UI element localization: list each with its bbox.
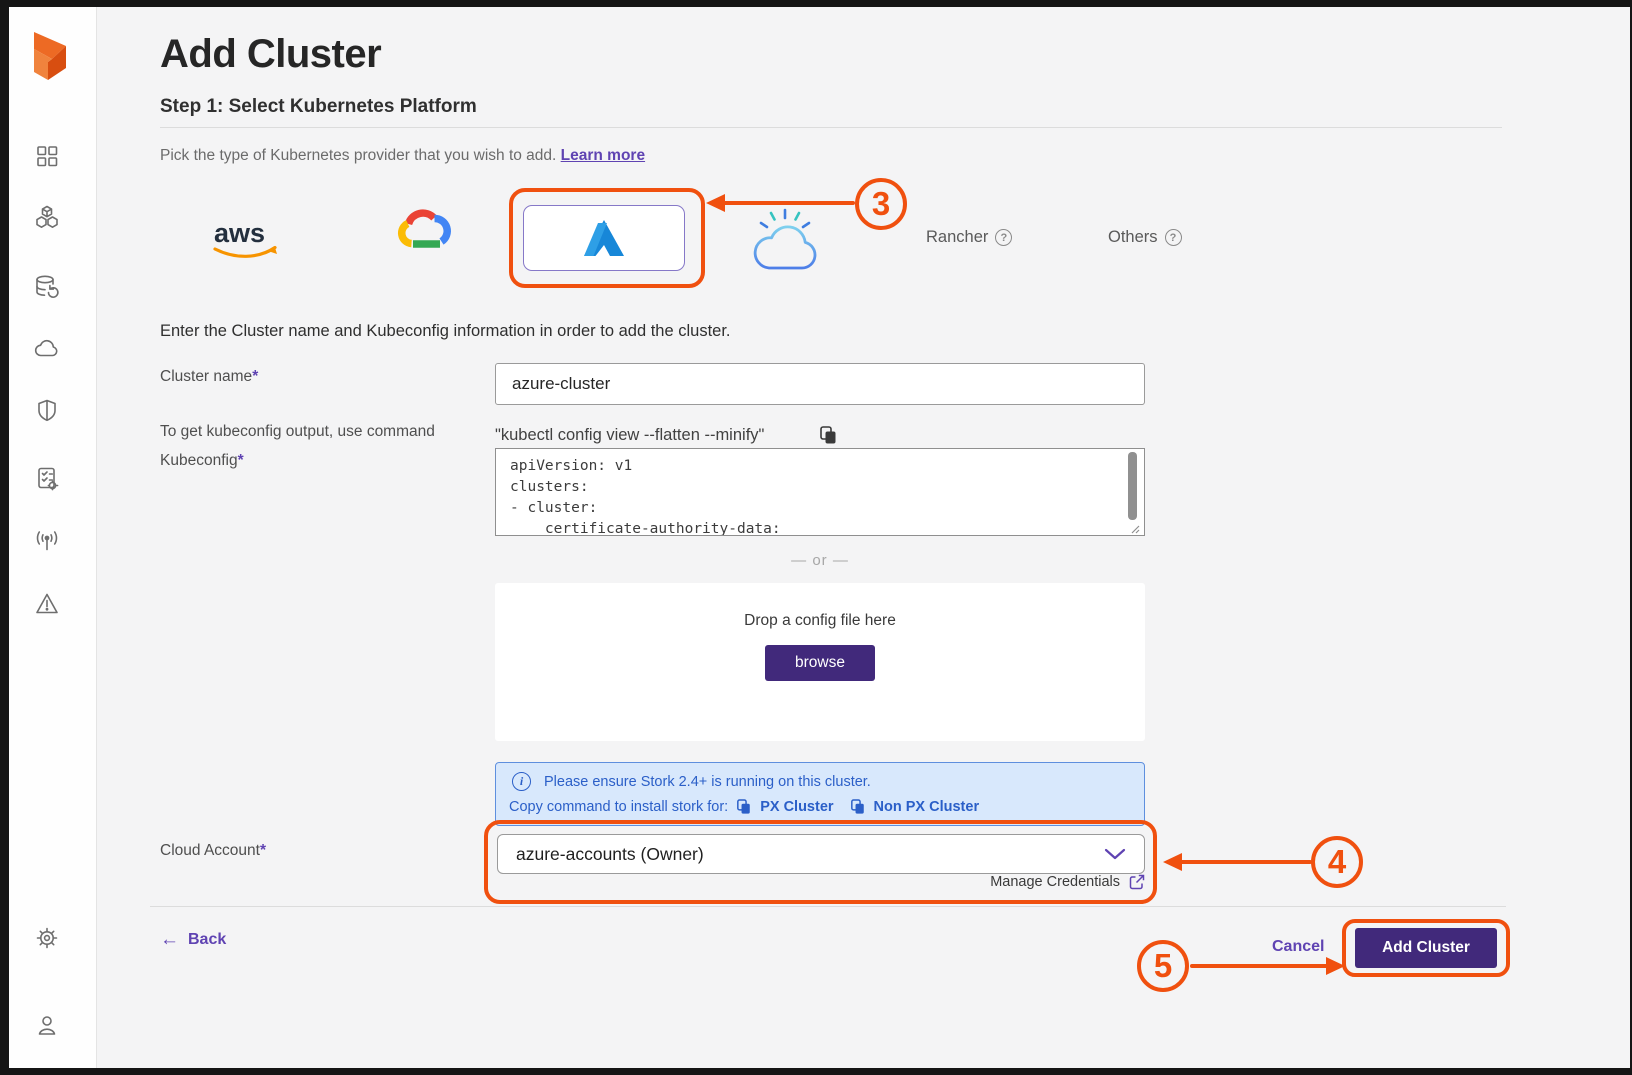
kubeconfig-label: Kubeconfig*: [160, 452, 244, 470]
cloud-account-label: Cloud Account*: [160, 842, 266, 860]
others-help-icon[interactable]: ?: [1165, 229, 1182, 246]
manage-credentials-link[interactable]: Manage Credentials: [990, 874, 1120, 890]
sidebar-item-backups[interactable]: [34, 274, 60, 300]
cloud-account-required-mark: *: [260, 842, 266, 859]
cloud-account-select[interactable]: azure-accounts (Owner): [497, 834, 1145, 874]
ibm-cloud-logo-icon: [748, 202, 822, 280]
description-text: Pick the type of Kubernetes provider tha…: [160, 147, 645, 165]
annotation-circle-4: 4: [1311, 836, 1363, 888]
px-cluster-copy-link[interactable]: PX Cluster: [760, 799, 833, 815]
kubeconfig-scrollbar-thumb[interactable]: [1128, 452, 1137, 520]
header-divider: [160, 127, 1502, 128]
sidebar-item-monitoring[interactable]: [34, 528, 60, 554]
page-title: Add Cluster: [160, 32, 381, 77]
sidebar: [9, 7, 97, 1068]
annotation-circle-5: 5: [1137, 940, 1189, 992]
aws-logo-text: aws: [214, 218, 265, 248]
stork-alert-message: Please ensure Stork 2.4+ is running on t…: [544, 774, 871, 790]
manage-credentials-row: Manage Credentials: [850, 874, 1145, 890]
add-cluster-button[interactable]: Add Cluster: [1355, 928, 1497, 968]
learn-more-link[interactable]: Learn more: [561, 147, 645, 164]
window-frame-top: [0, 0, 1632, 7]
cloud-account-value: azure-accounts (Owner): [516, 844, 704, 865]
annotation-arrowhead-5: [1326, 957, 1345, 975]
kubeconfig-cmd-label: To get kubeconfig output, use command: [160, 423, 435, 441]
aws-logo-icon: aws: [211, 214, 283, 262]
cloud-icon: [34, 337, 60, 363]
portworx-logo[interactable]: [26, 28, 74, 86]
antenna-icon: [34, 528, 60, 554]
cluster-name-required-mark: *: [252, 368, 258, 385]
cubes-icon: [34, 204, 60, 230]
copy-icon[interactable]: [737, 799, 751, 815]
provider-rancher[interactable]: Rancher ?: [926, 228, 1012, 247]
window-frame-left: [0, 0, 9, 1075]
kubeconfig-command: "kubectl config view --flatten --minify": [495, 426, 764, 445]
resize-handle-icon[interactable]: [1130, 524, 1140, 534]
sidebar-item-alerts[interactable]: [34, 591, 60, 617]
external-link-icon[interactable]: [1129, 874, 1145, 890]
shield-icon: [34, 398, 60, 424]
form-section-heading: Enter the Cluster name and Kubeconfig in…: [160, 322, 731, 341]
annotation-circle-3: 3: [855, 178, 907, 230]
cluster-name-label: Cluster name*: [160, 368, 258, 386]
provider-azure-selected[interactable]: [523, 205, 685, 271]
kubeconfig-textarea[interactable]: apiVersion: v1 clusters: - cluster: cert…: [495, 448, 1145, 536]
checklist-gear-icon: [34, 466, 60, 492]
copy-icon: [820, 426, 837, 445]
sidebar-item-clusters[interactable]: [34, 204, 60, 230]
annotation-arrow-4: [1180, 860, 1312, 864]
stork-info-alert: i Please ensure Stork 2.4+ is running on…: [495, 762, 1145, 826]
portworx-logo-icon: [26, 28, 74, 86]
gear-icon: [34, 925, 60, 951]
annotation-arrow-3: [723, 201, 855, 205]
kubeconfig-required-mark: *: [238, 452, 244, 469]
sidebar-item-cloud[interactable]: [34, 337, 60, 363]
dashboard-grid-icon: [34, 143, 60, 169]
back-link[interactable]: ← Back: [160, 930, 226, 949]
sidebar-item-rules[interactable]: [34, 466, 60, 492]
rancher-label: Rancher: [926, 228, 988, 247]
warning-triangle-icon: [34, 591, 60, 617]
back-label: Back: [188, 931, 226, 949]
provider-google-cloud[interactable]: [396, 208, 454, 258]
step-heading: Step 1: Select Kubernetes Platform: [160, 96, 477, 118]
back-arrow-icon: ←: [160, 930, 179, 949]
description-label: Pick the type of Kubernetes provider tha…: [160, 147, 556, 164]
window-frame-bottom: [0, 1068, 1632, 1075]
annotation-arrow-5: [1190, 964, 1328, 968]
non-px-cluster-copy-link[interactable]: Non PX Cluster: [874, 799, 980, 815]
browse-button[interactable]: browse: [765, 645, 875, 681]
cloud-account-label-text: Cloud Account: [160, 842, 260, 859]
rancher-help-icon[interactable]: ?: [995, 229, 1012, 246]
sidebar-item-account[interactable]: [34, 1013, 60, 1039]
footer-divider: [150, 906, 1506, 907]
copy-command-button[interactable]: [820, 426, 837, 445]
info-icon: i: [512, 772, 531, 791]
kubeconfig-label-text: Kubeconfig: [160, 452, 238, 469]
cluster-name-input[interactable]: [495, 363, 1145, 405]
provider-ibm-cloud[interactable]: [748, 202, 822, 280]
azure-logo-icon: [581, 218, 627, 258]
user-icon: [34, 1013, 60, 1039]
database-restore-icon: [34, 274, 60, 300]
provider-others[interactable]: Others ?: [1108, 228, 1182, 247]
dropzone-text: Drop a config file here: [495, 612, 1145, 630]
stork-copy-prefix: Copy command to install stork for:: [509, 799, 728, 815]
google-cloud-logo-icon: [396, 208, 454, 258]
sidebar-item-settings[interactable]: [34, 925, 60, 951]
sidebar-item-security[interactable]: [34, 398, 60, 424]
others-label: Others: [1108, 228, 1158, 247]
cancel-button[interactable]: Cancel: [1272, 938, 1324, 956]
chevron-down-icon: [1104, 848, 1126, 860]
copy-icon[interactable]: [851, 799, 865, 815]
config-dropzone[interactable]: Drop a config file here browse: [495, 583, 1145, 741]
cluster-name-label-text: Cluster name: [160, 368, 252, 385]
provider-aws[interactable]: aws: [211, 214, 283, 262]
or-divider: — or —: [495, 552, 1145, 569]
sidebar-item-dashboard[interactable]: [34, 143, 60, 169]
